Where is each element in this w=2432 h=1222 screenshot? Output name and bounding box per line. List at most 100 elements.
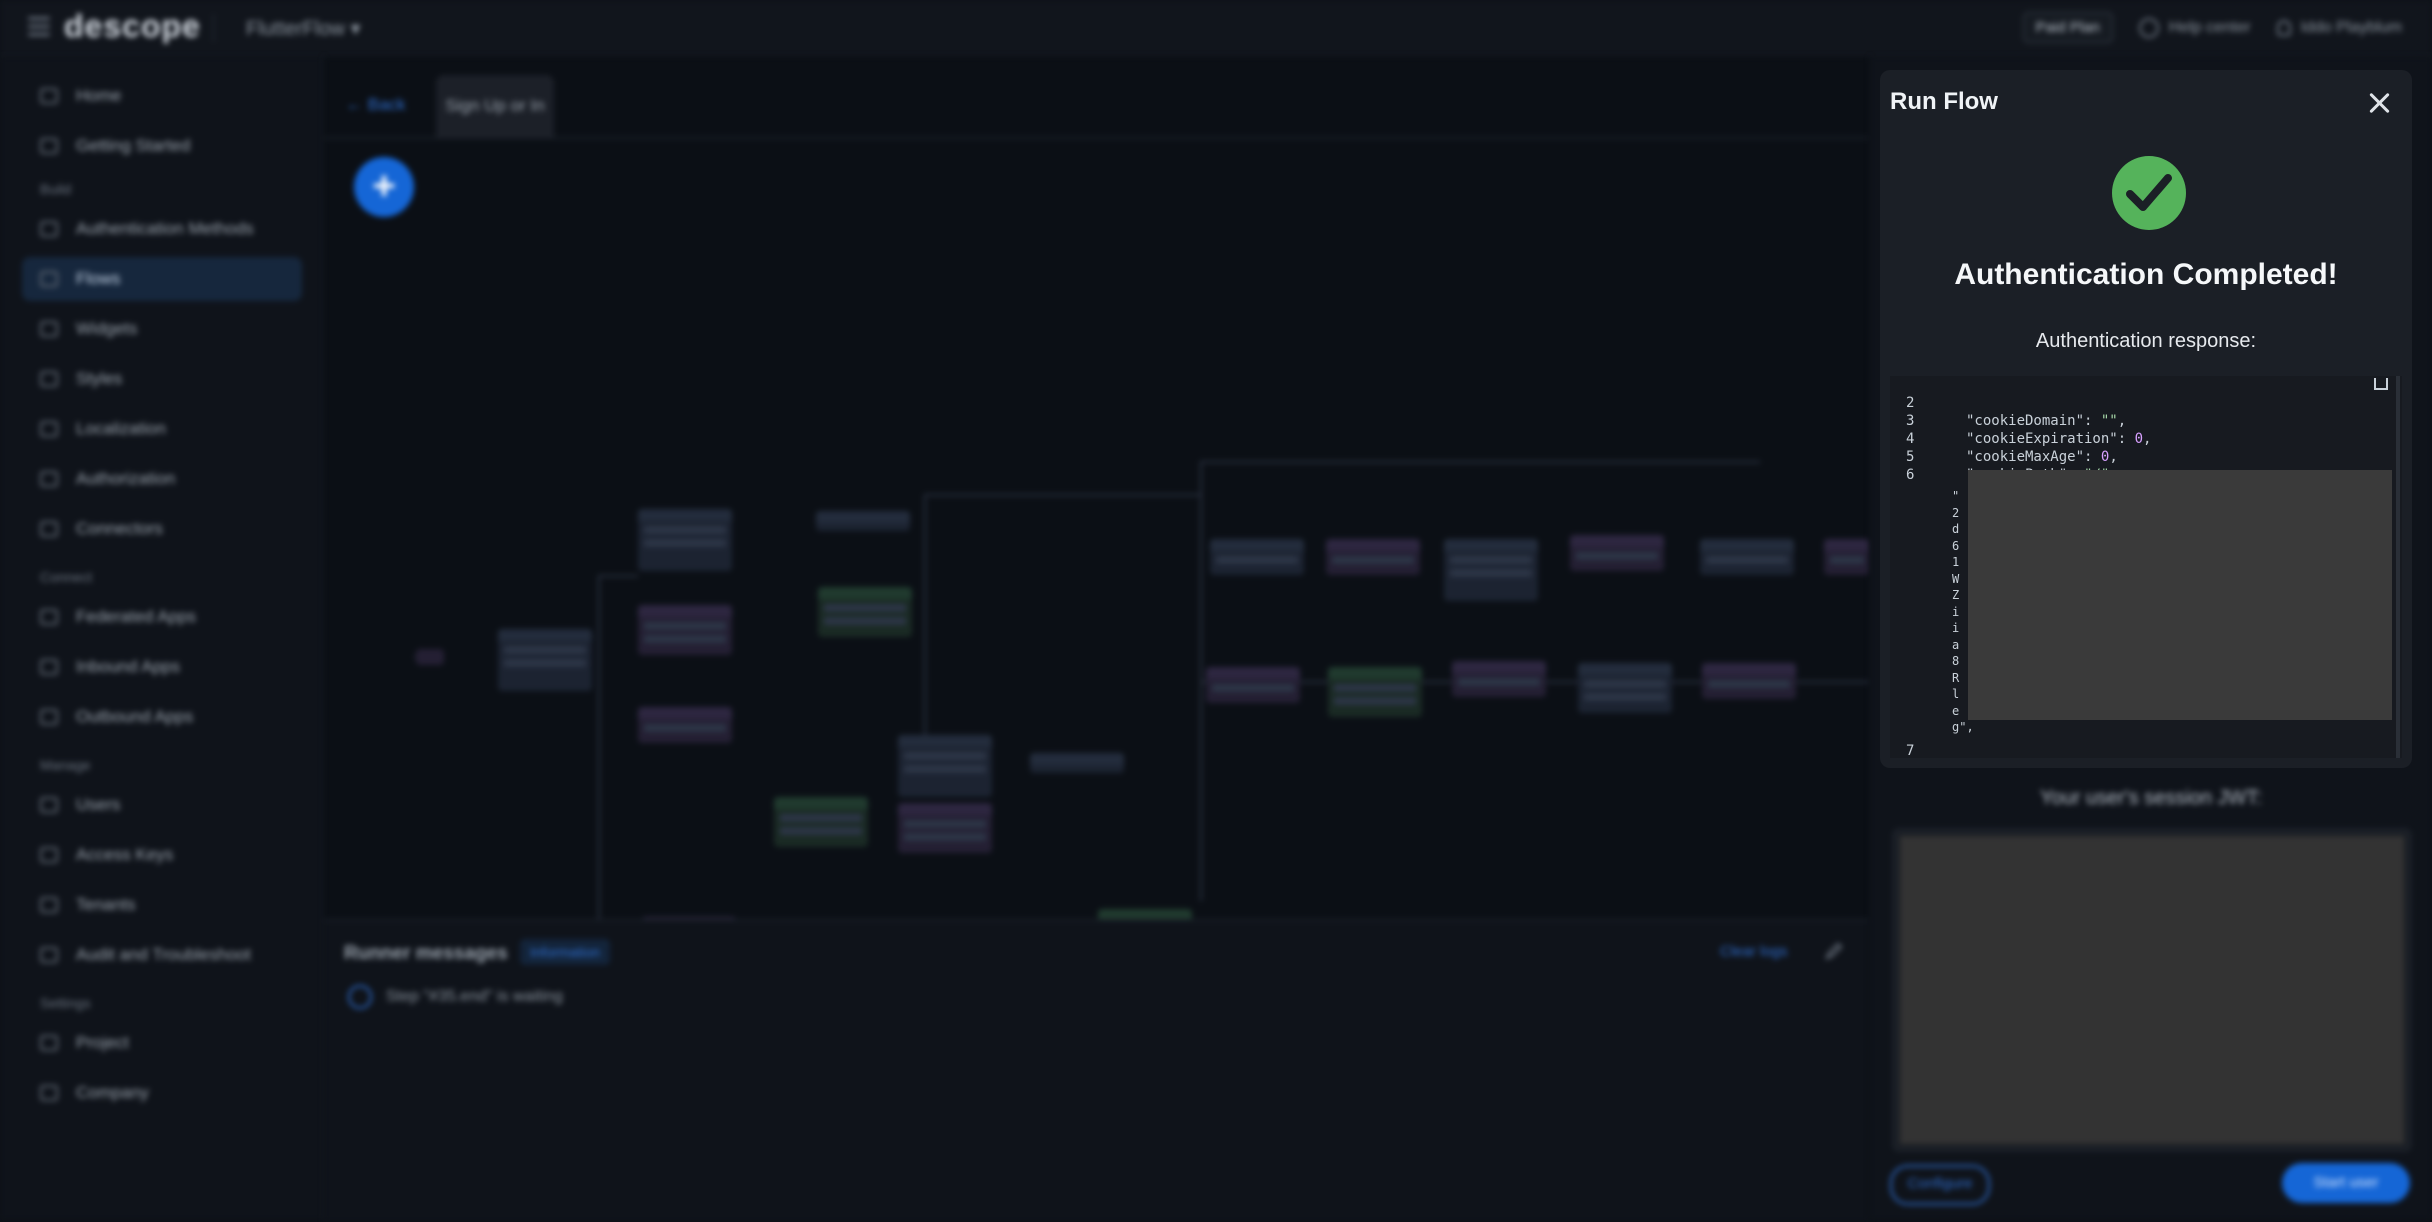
code-value: 0 — [2100, 449, 2110, 465]
add-step-button[interactable]: + — [354, 157, 414, 217]
line-number: 5 — [1906, 449, 1915, 465]
sidebar-item-label: Getting Started — [76, 136, 191, 155]
tab-sign-up-or-in[interactable]: Sign Up or In — [436, 75, 554, 137]
code-line: 2 "cookieDomain": "", — [1906, 395, 2127, 429]
logo: descope — [64, 8, 201, 44]
sidebar-item-label: Inbound Apps — [76, 657, 180, 676]
sidebar-item-label: Audit and Troubleshoot — [76, 945, 251, 964]
sidebar-item-label: Localization — [76, 419, 166, 438]
redacted-jwt — [1900, 836, 2404, 1144]
sidebar-item-outbound-apps[interactable]: Outbound Apps — [22, 695, 302, 739]
sidebar: Home Getting Started Build Authenticatio… — [0, 57, 324, 1220]
user-menu[interactable]: Iddo Playblum — [2276, 18, 2402, 37]
flow-canvas[interactable] — [324, 139, 1870, 959]
sidebar-item-connectors[interactable]: Connectors — [22, 507, 302, 551]
sidebar-item-label: Authorization — [76, 469, 176, 488]
audit-icon — [40, 947, 58, 963]
info-icon — [348, 985, 372, 1009]
widgets-icon — [40, 321, 58, 337]
sidebar-item-label: Flows — [76, 269, 121, 288]
line-number: 6 — [1906, 467, 1915, 483]
sidebar-item-home[interactable]: Home — [22, 74, 302, 118]
sidebar-item-authorization[interactable]: Authorization — [22, 457, 302, 501]
sidebar-item-styles[interactable]: Styles — [22, 357, 302, 401]
code-scrollbar[interactable] — [2396, 376, 2400, 758]
sidebar-item-label: Connectors — [76, 519, 163, 538]
code-punct: , — [2117, 413, 2127, 429]
code-line: 8 "idpResponse": null — [1890, 742, 1941, 758]
sidebar-item-project[interactable]: Project — [22, 1021, 302, 1065]
sidebar-section-connect: Connect — [40, 569, 93, 585]
auth-response-code[interactable]: 2 "cookieDomain": "", 3 "cookieExpiratio… — [1890, 376, 2402, 758]
plan-badge: Paid Plan — [2022, 12, 2113, 43]
code-line: 3 "cookieExpiration": 0, — [1906, 413, 2152, 447]
sidebar-item-localization[interactable]: Localization — [22, 407, 302, 451]
back-link[interactable]: ← Back — [346, 95, 406, 114]
help-label: Help center — [2168, 18, 2251, 36]
help-center-link[interactable]: Help center — [2138, 17, 2251, 38]
sidebar-item-widgets[interactable]: Widgets — [22, 307, 302, 351]
sidebar-item-flows[interactable]: Flows — [22, 257, 302, 301]
sidebar-item-label: Project — [76, 1033, 129, 1052]
help-icon — [2138, 17, 2159, 38]
sidebar-item-authentication-methods[interactable]: Authentication Methods — [22, 207, 302, 251]
modal-title: Run Flow — [1890, 88, 1998, 115]
user-name: Iddo Playblum — [2300, 18, 2402, 36]
close-icon[interactable] — [2364, 88, 2394, 118]
code-line: 7 "firstSeen": false, — [1890, 724, 1941, 758]
folder-icon — [40, 1035, 58, 1051]
clear-logs-button[interactable]: Clear logs — [1720, 943, 1788, 960]
flow-editor: ← Back Sign Up or In + — [324, 57, 1870, 1222]
line-number: 7 — [1906, 743, 1915, 758]
sidebar-section-settings: Settings — [40, 995, 91, 1011]
sidebar-item-company[interactable]: Company — [22, 1071, 302, 1115]
plug-icon — [40, 521, 58, 537]
sidebar-section-manage: Manage — [40, 757, 91, 773]
code-line: 4 "cookieMaxAge": 0, — [1906, 431, 2118, 465]
users-icon — [40, 797, 58, 813]
sidebar-item-label: Company — [76, 1083, 149, 1102]
jwt-box — [1893, 829, 2411, 1151]
sidebar-item-access-keys[interactable]: Access Keys — [22, 833, 302, 877]
sidebar-item-label: Federated Apps — [76, 607, 197, 626]
runner-message-text: Step "#35.end" is waiting — [386, 988, 563, 1005]
code-punct: , — [2143, 431, 2152, 447]
information-badge[interactable]: Information — [520, 939, 611, 965]
sidebar-item-getting-started[interactable]: Getting Started — [22, 124, 302, 168]
code-line: 6 "externalToken": — [1890, 448, 2101, 501]
code-key: "cookieDomain" — [1966, 413, 2085, 429]
code-punct: , — [2109, 449, 2118, 465]
translate-icon — [40, 421, 58, 437]
code-key: "cookieMaxAge" — [1966, 449, 2085, 465]
sidebar-item-label: Widgets — [76, 319, 138, 338]
sidebar-item-label: Authentication Methods — [76, 219, 254, 238]
project-selector[interactable]: FlutterFlow ▾ — [246, 18, 361, 40]
sidebar-item-users[interactable]: Users — [22, 783, 302, 827]
menu-icon[interactable] — [28, 17, 50, 37]
user-icon — [2276, 19, 2291, 36]
code-line: 5 "cookiePath": "/", — [1890, 430, 2118, 483]
copy-icon[interactable] — [2374, 378, 2388, 390]
sidebar-item-audit[interactable]: Audit and Troubleshoot — [22, 933, 302, 977]
top-bar: descope FlutterFlow ▾ Paid Plan Help cen… — [0, 0, 2432, 57]
line-number: 3 — [1906, 413, 1915, 429]
code-key: "cookieExpiration" — [1966, 431, 2118, 447]
wrapped-token-chars: " 2 d 6 1 W Z i i a 8 R l e g", — [1952, 489, 1974, 734]
configure-button[interactable]: Configure — [1890, 1165, 1990, 1205]
sidebar-item-label: Users — [76, 795, 121, 814]
divider — [213, 14, 214, 42]
sidebar-item-inbound-apps[interactable]: Inbound Apps — [22, 645, 302, 689]
project-name: FlutterFlow — [246, 18, 345, 40]
apps-icon — [40, 609, 58, 625]
home-icon — [40, 88, 58, 104]
pencil-icon[interactable] — [1824, 941, 1844, 961]
sidebar-item-label: Outbound Apps — [76, 707, 194, 726]
back-label: Back — [367, 95, 406, 114]
sidebar-item-tenants[interactable]: Tenants — [22, 883, 302, 927]
auth-response-label: Authentication response: — [2035, 330, 2257, 352]
auth-completed-heading: Authentication Completed! — [1954, 258, 2338, 291]
lock-icon — [40, 471, 58, 487]
sidebar-item-federated-apps[interactable]: Federated Apps — [22, 595, 302, 639]
inbound-icon — [40, 659, 58, 675]
start-user-button[interactable]: Start user — [2282, 1163, 2410, 1203]
